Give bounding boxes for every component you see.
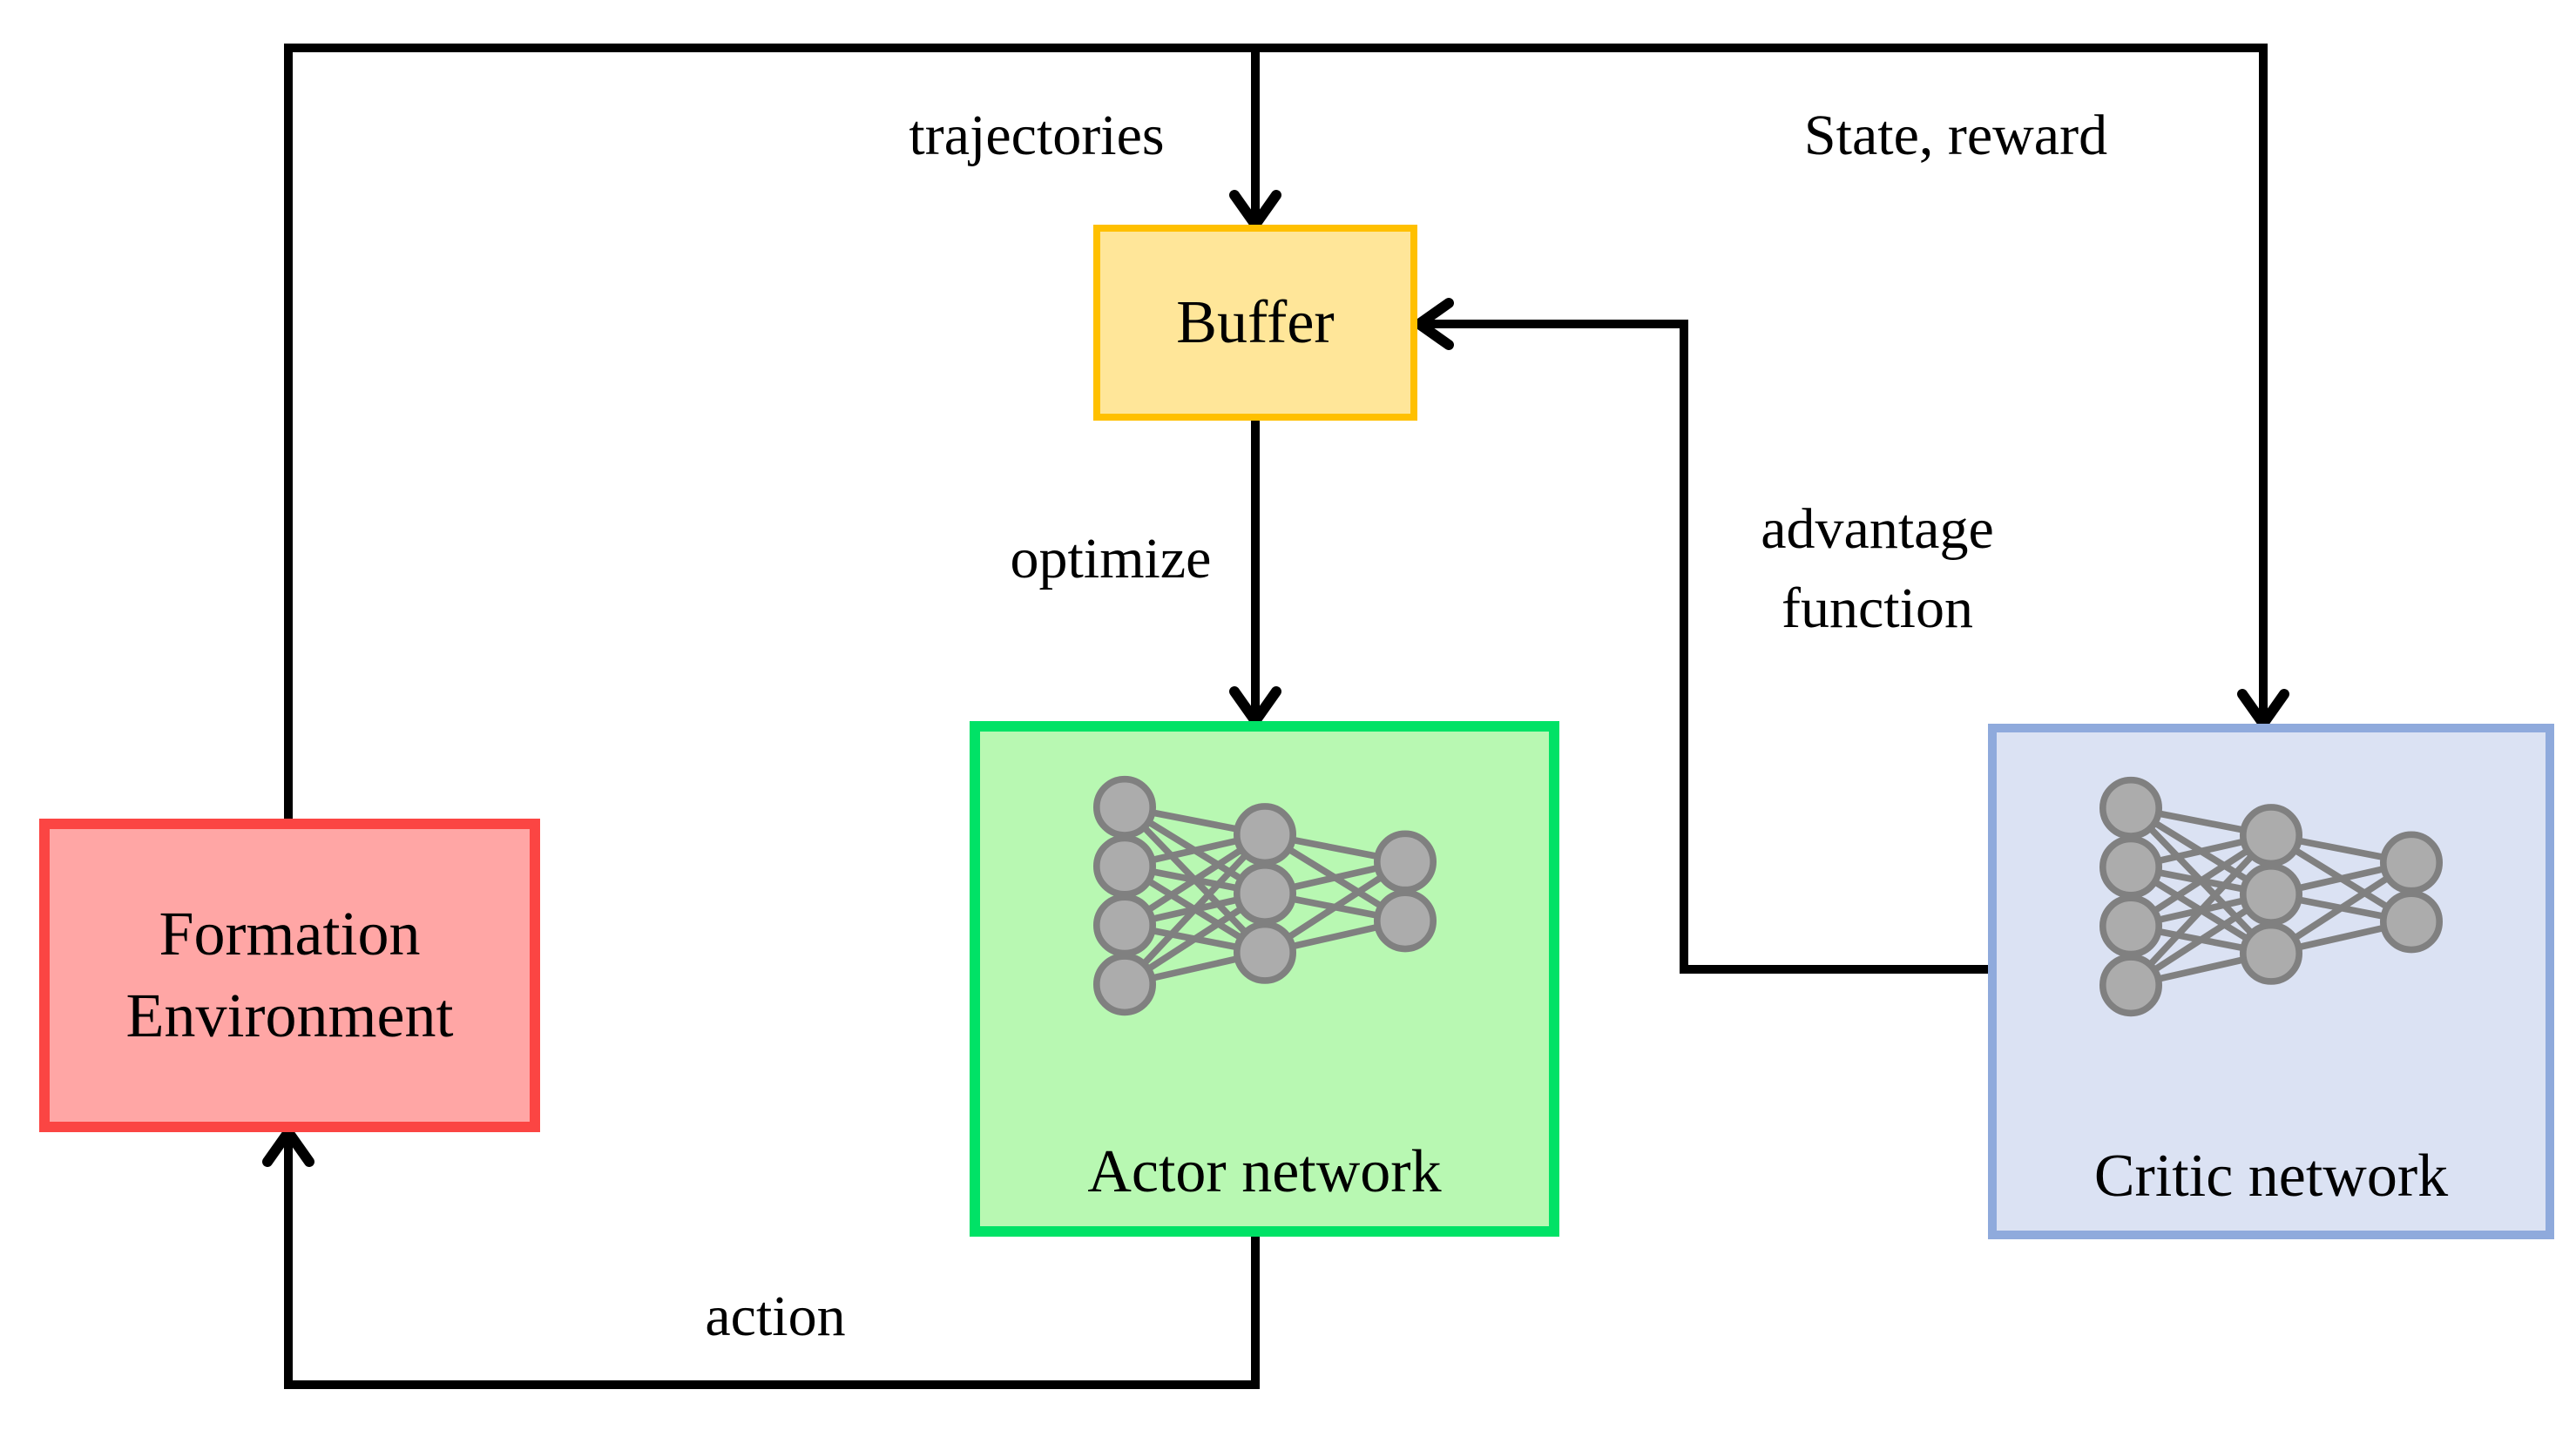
neural-network-icon xyxy=(2099,776,2444,1017)
actor-network-label: Actor network xyxy=(1087,1138,1442,1205)
formation-environment-box: Formation Environment xyxy=(39,819,540,1132)
formation-environment-label-line2: Environment xyxy=(125,981,454,1050)
actor-network-box: Actor network xyxy=(970,721,1559,1237)
buffer-label: Buffer xyxy=(1176,289,1335,356)
top-horizontal-line xyxy=(284,44,2268,52)
advantage-arrow-shaft xyxy=(1421,320,1688,328)
environment-output-vertical-line xyxy=(284,44,293,819)
advantage-function-label-line2: function xyxy=(1782,577,1973,641)
action-label: action xyxy=(705,1285,846,1348)
critic-network-label: Critic network xyxy=(2093,1143,2449,1210)
action-arrow-shaft xyxy=(284,1132,293,1389)
formation-environment-label-line1: Formation xyxy=(159,899,421,969)
advantage-function-label: advantage function xyxy=(1721,489,2034,648)
buffer-box: Buffer xyxy=(1093,225,1417,421)
advantage-arrowhead-left-icon xyxy=(1414,298,1454,350)
advantage-vertical-line xyxy=(1680,320,1688,974)
optimize-label: optimize xyxy=(1010,527,1212,590)
trajectories-arrow-shaft xyxy=(1251,44,1260,225)
optimize-arrow-shaft xyxy=(1251,419,1260,721)
advantage-function-label-line1: advantage xyxy=(1761,497,1994,561)
actor-output-vertical-line xyxy=(1251,1235,1260,1389)
advantage-horizontal-line xyxy=(1680,965,1993,974)
neural-network-icon xyxy=(1092,775,1437,1016)
trajectories-label: trajectories xyxy=(909,104,1165,167)
state-reward-label: State, reward xyxy=(1803,104,2108,167)
bottom-horizontal-line xyxy=(284,1380,1260,1389)
state-reward-arrow-shaft xyxy=(2259,44,2268,724)
critic-network-box: Critic network xyxy=(1988,724,2554,1239)
action-arrowhead-up-icon xyxy=(262,1127,314,1167)
